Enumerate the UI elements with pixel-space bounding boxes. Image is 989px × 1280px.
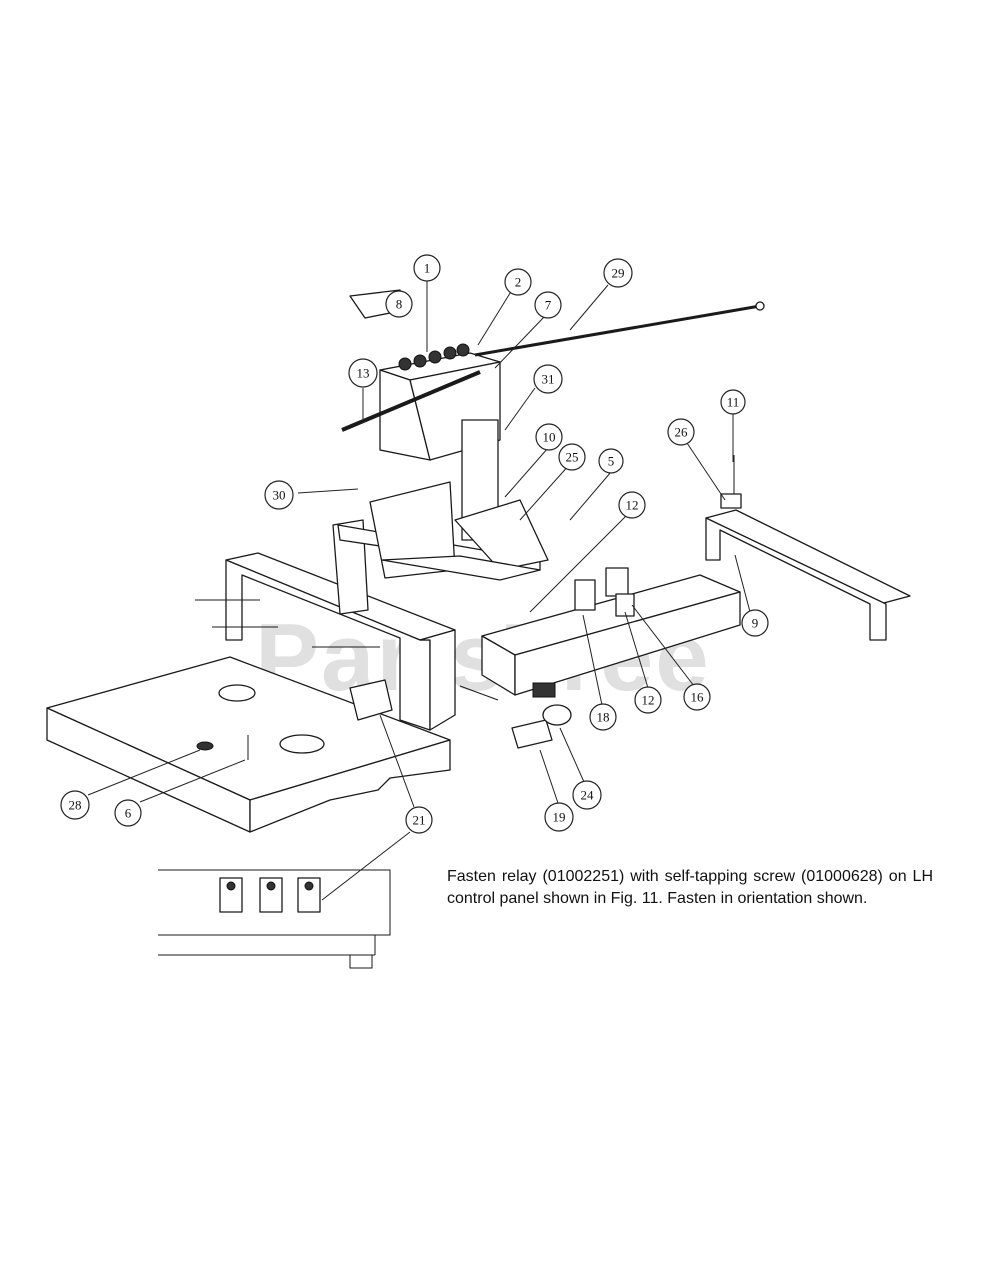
assembly-note: Fasten relay (01002251) with self-tappin… xyxy=(447,868,933,907)
callout-5: 5 xyxy=(598,448,624,474)
battery-and-mount xyxy=(341,289,765,581)
right-frame xyxy=(705,455,911,641)
callout-25: 25 xyxy=(558,443,586,471)
svg-text:25: 25 xyxy=(566,450,579,465)
callout-28: 28 xyxy=(60,790,90,820)
callout-9: 9 xyxy=(741,609,769,637)
callout-19: 19 xyxy=(544,802,574,832)
svg-text:2: 2 xyxy=(515,275,522,290)
svg-text:24: 24 xyxy=(581,788,595,803)
svg-text:6: 6 xyxy=(125,806,132,821)
svg-text:18: 18 xyxy=(597,710,610,725)
svg-text:29: 29 xyxy=(612,266,625,281)
callout-13: 13 xyxy=(348,358,378,388)
svg-text:11: 11 xyxy=(727,395,740,410)
svg-text:21: 21 xyxy=(413,813,426,828)
svg-text:8: 8 xyxy=(396,297,403,312)
callout-8: 8 xyxy=(385,290,413,318)
callout-31: 31 xyxy=(533,364,563,394)
callout-11: 11 xyxy=(720,389,746,415)
svg-text:13: 13 xyxy=(357,366,370,381)
svg-text:9: 9 xyxy=(752,616,759,631)
svg-text:12: 12 xyxy=(626,498,639,513)
svg-text:26: 26 xyxy=(675,425,689,440)
svg-text:16: 16 xyxy=(691,690,705,705)
svg-text:31: 31 xyxy=(542,372,555,387)
callout-6: 6 xyxy=(114,799,142,827)
callout-26: 26 xyxy=(667,418,695,446)
callout-2: 2 xyxy=(504,268,532,296)
callout-18: 18 xyxy=(589,703,617,731)
callout-21-top: 21 xyxy=(405,806,433,834)
relay-inset xyxy=(158,869,391,969)
svg-text:30: 30 xyxy=(273,488,286,503)
callout-12-top: 12 xyxy=(618,491,646,519)
control-panel xyxy=(349,567,741,749)
svg-text:12: 12 xyxy=(642,693,655,708)
callout-12-bottom: 12 xyxy=(634,686,662,714)
callout-30: 30 xyxy=(264,480,294,510)
callout-1: 1 xyxy=(413,254,441,282)
bottom-plate xyxy=(46,656,451,833)
callout-29: 29 xyxy=(603,258,633,288)
leader-lines xyxy=(87,281,751,901)
svg-text:1: 1 xyxy=(424,261,431,276)
svg-text:5: 5 xyxy=(608,454,615,469)
callout-16: 16 xyxy=(683,683,711,711)
svg-text:28: 28 xyxy=(69,798,82,813)
svg-text:19: 19 xyxy=(553,810,566,825)
callout-7: 7 xyxy=(534,291,562,319)
svg-text:7: 7 xyxy=(545,298,552,313)
svg-text:10: 10 xyxy=(543,430,556,445)
callout-10: 10 xyxy=(535,423,563,451)
callout-24: 24 xyxy=(572,780,602,810)
